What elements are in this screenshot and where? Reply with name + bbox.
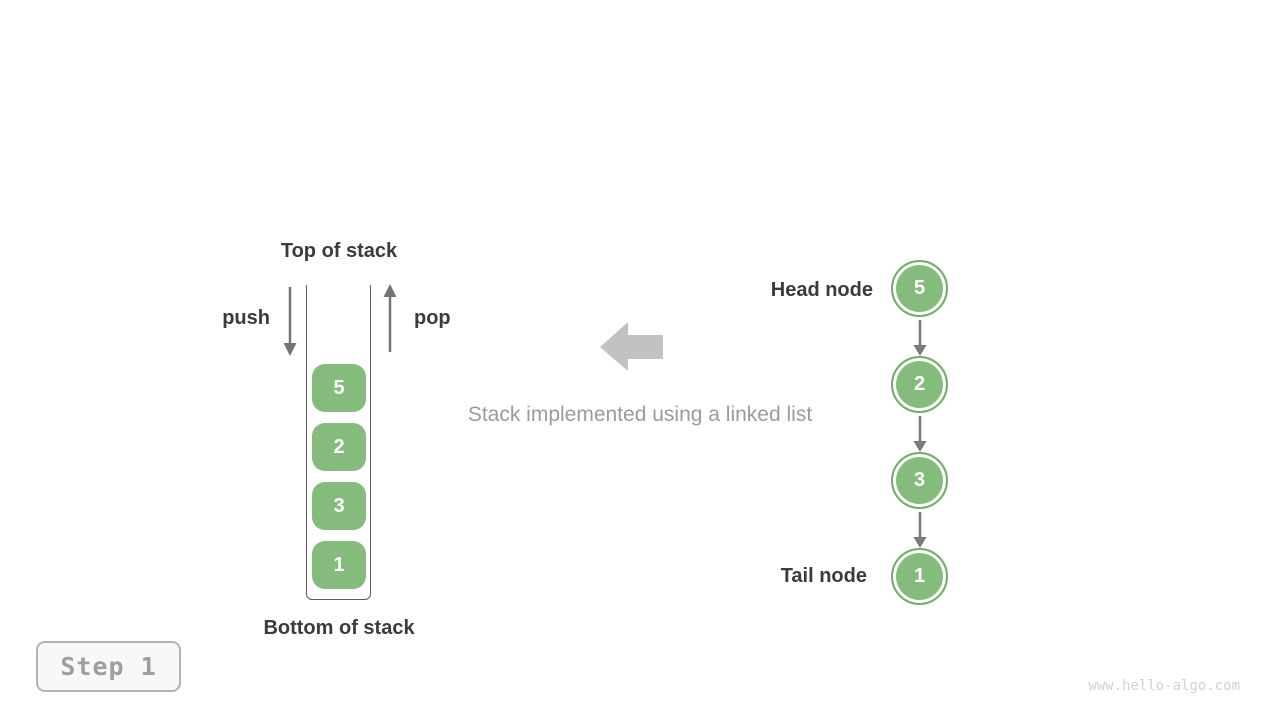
caption-text: Stack implemented using a linked list xyxy=(467,403,813,426)
tail-node-label: Tail node xyxy=(780,565,867,587)
watermark-text: www.hello-algo.com xyxy=(1088,678,1240,694)
push-label: push xyxy=(222,307,270,329)
list-node: 2 xyxy=(891,356,948,413)
stack-item: 1 xyxy=(312,541,366,589)
push-arrow-down-icon xyxy=(283,287,297,356)
stack-item: 2 xyxy=(312,423,366,471)
top-of-stack-label: Top of stack xyxy=(280,240,398,262)
bottom-of-stack-label: Bottom of stack xyxy=(263,617,415,639)
step-badge-label: Step 1 xyxy=(60,652,157,681)
stack-item: 3 xyxy=(312,482,366,530)
block-arrow-left-icon xyxy=(600,322,663,371)
step-badge: Step 1 xyxy=(36,641,181,692)
list-node: 5 xyxy=(891,260,948,317)
link-arrow-down-icon xyxy=(913,416,927,452)
stack-item: 5 xyxy=(312,364,366,412)
pop-label: pop xyxy=(414,307,451,329)
link-arrow-down-icon xyxy=(913,320,927,356)
pop-arrow-up-icon xyxy=(383,284,397,352)
list-node: 3 xyxy=(891,452,948,509)
head-node-label: Head node xyxy=(770,279,873,301)
list-node: 1 xyxy=(891,548,948,605)
link-arrow-down-icon xyxy=(913,512,927,548)
